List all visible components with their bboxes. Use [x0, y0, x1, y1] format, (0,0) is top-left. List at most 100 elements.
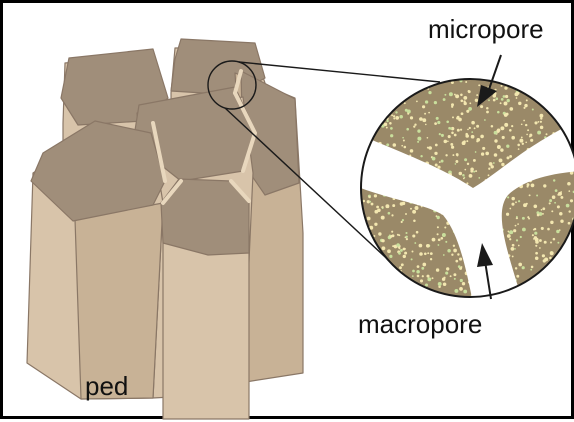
- soil-grain: [445, 272, 448, 275]
- soil-grain: [464, 169, 466, 171]
- soil-grain: [389, 235, 391, 237]
- soil-grain: [454, 134, 457, 137]
- soil-grain: [568, 190, 570, 192]
- soil-grain: [551, 210, 553, 212]
- soil-grain: [443, 283, 447, 287]
- soil-grain: [463, 178, 465, 180]
- soil-grain: [442, 233, 446, 237]
- soil-grain: [387, 249, 391, 253]
- soil-grain: [458, 265, 461, 268]
- soil-grain: [535, 257, 539, 261]
- soil-grain: [488, 168, 490, 170]
- soil-grain: [456, 153, 459, 156]
- soil-grain: [376, 206, 379, 209]
- ped-column-left: [27, 121, 165, 399]
- soil-grain: [397, 234, 399, 236]
- soil-grain: [451, 146, 454, 149]
- soil-grain: [462, 282, 465, 285]
- soil-grain: [363, 200, 366, 203]
- soil-grain: [529, 194, 531, 196]
- soil-grain: [445, 241, 447, 243]
- soil-grain: [475, 170, 477, 172]
- soil-grain: [540, 117, 542, 119]
- soil-grain: [503, 95, 506, 98]
- soil-grain: [480, 105, 483, 108]
- soil-grain: [398, 247, 400, 249]
- soil-grain: [511, 247, 515, 251]
- soil-grain: [515, 201, 517, 203]
- soil-grain: [391, 231, 393, 233]
- soil-grain: [460, 129, 462, 131]
- soil-grain: [504, 86, 507, 89]
- soil-grain: [527, 129, 529, 131]
- soil-grain: [560, 219, 563, 222]
- soil-grain: [455, 260, 458, 263]
- soil-grain: [516, 239, 518, 241]
- soil-grain: [374, 194, 377, 197]
- soil-grain: [516, 275, 519, 278]
- soil-grain: [425, 100, 428, 103]
- soil-grain: [420, 279, 423, 282]
- soil-grain: [416, 101, 418, 103]
- soil-grain: [436, 268, 439, 271]
- soil-grain: [511, 197, 514, 200]
- soil-grain: [422, 263, 426, 267]
- soil-grain: [511, 203, 514, 206]
- soil-grain: [522, 266, 525, 269]
- soil-grain: [468, 90, 471, 93]
- soil-grain: [392, 204, 395, 207]
- soil-grain: [471, 135, 475, 139]
- soil-grain: [410, 149, 414, 153]
- soil-grain: [417, 141, 419, 143]
- soil-grain: [454, 94, 456, 96]
- soil-grain: [424, 252, 427, 255]
- soil-grain: [507, 99, 510, 102]
- soil-grain: [388, 212, 391, 215]
- soil-grain: [405, 232, 407, 234]
- soil-grain: [438, 238, 441, 241]
- micropore-label: micropore: [428, 14, 544, 44]
- soil-grain: [540, 126, 544, 129]
- soil-grain: [488, 174, 490, 176]
- ped-label: ped: [85, 371, 128, 401]
- soil-grain: [473, 159, 476, 162]
- soil-grain: [530, 139, 533, 142]
- soil-grain: [417, 275, 420, 278]
- soil-grain: [509, 129, 512, 132]
- magnifier: [353, 79, 574, 303]
- soil-grain: [412, 275, 414, 277]
- soil-grain: [466, 140, 468, 142]
- soil-grain: [514, 248, 516, 250]
- soil-grain: [518, 245, 520, 247]
- soil-grain: [455, 160, 458, 163]
- soil-grain: [494, 153, 498, 157]
- soil-grain: [458, 118, 462, 122]
- soil-grain: [537, 131, 541, 135]
- soil-grain: [512, 255, 514, 257]
- soil-grain: [443, 98, 446, 101]
- soil-grain: [508, 231, 510, 233]
- soil-grain: [530, 134, 532, 136]
- soil-grain: [373, 235, 375, 237]
- soil-grain: [542, 254, 545, 257]
- soil-grain: [469, 102, 471, 104]
- soil-grain: [453, 249, 457, 253]
- soil-grain: [518, 102, 521, 105]
- soil-grain: [550, 251, 554, 255]
- soil-grain: [557, 206, 559, 208]
- soil-grain: [368, 196, 370, 198]
- soil-grain: [524, 104, 527, 107]
- soil-grain: [553, 179, 555, 181]
- soil-grain: [419, 117, 423, 121]
- soil-grain: [469, 174, 473, 178]
- soil-grain: [478, 84, 480, 86]
- soil-grain: [386, 120, 388, 122]
- soil-grain: [446, 121, 449, 124]
- soil-grain: [395, 111, 397, 113]
- soil-grain: [444, 94, 446, 96]
- soil-grain: [404, 252, 407, 255]
- soil-grain: [416, 231, 419, 234]
- soil-grain: [475, 151, 477, 153]
- soil-grain: [451, 132, 454, 135]
- soil-grain: [393, 115, 395, 117]
